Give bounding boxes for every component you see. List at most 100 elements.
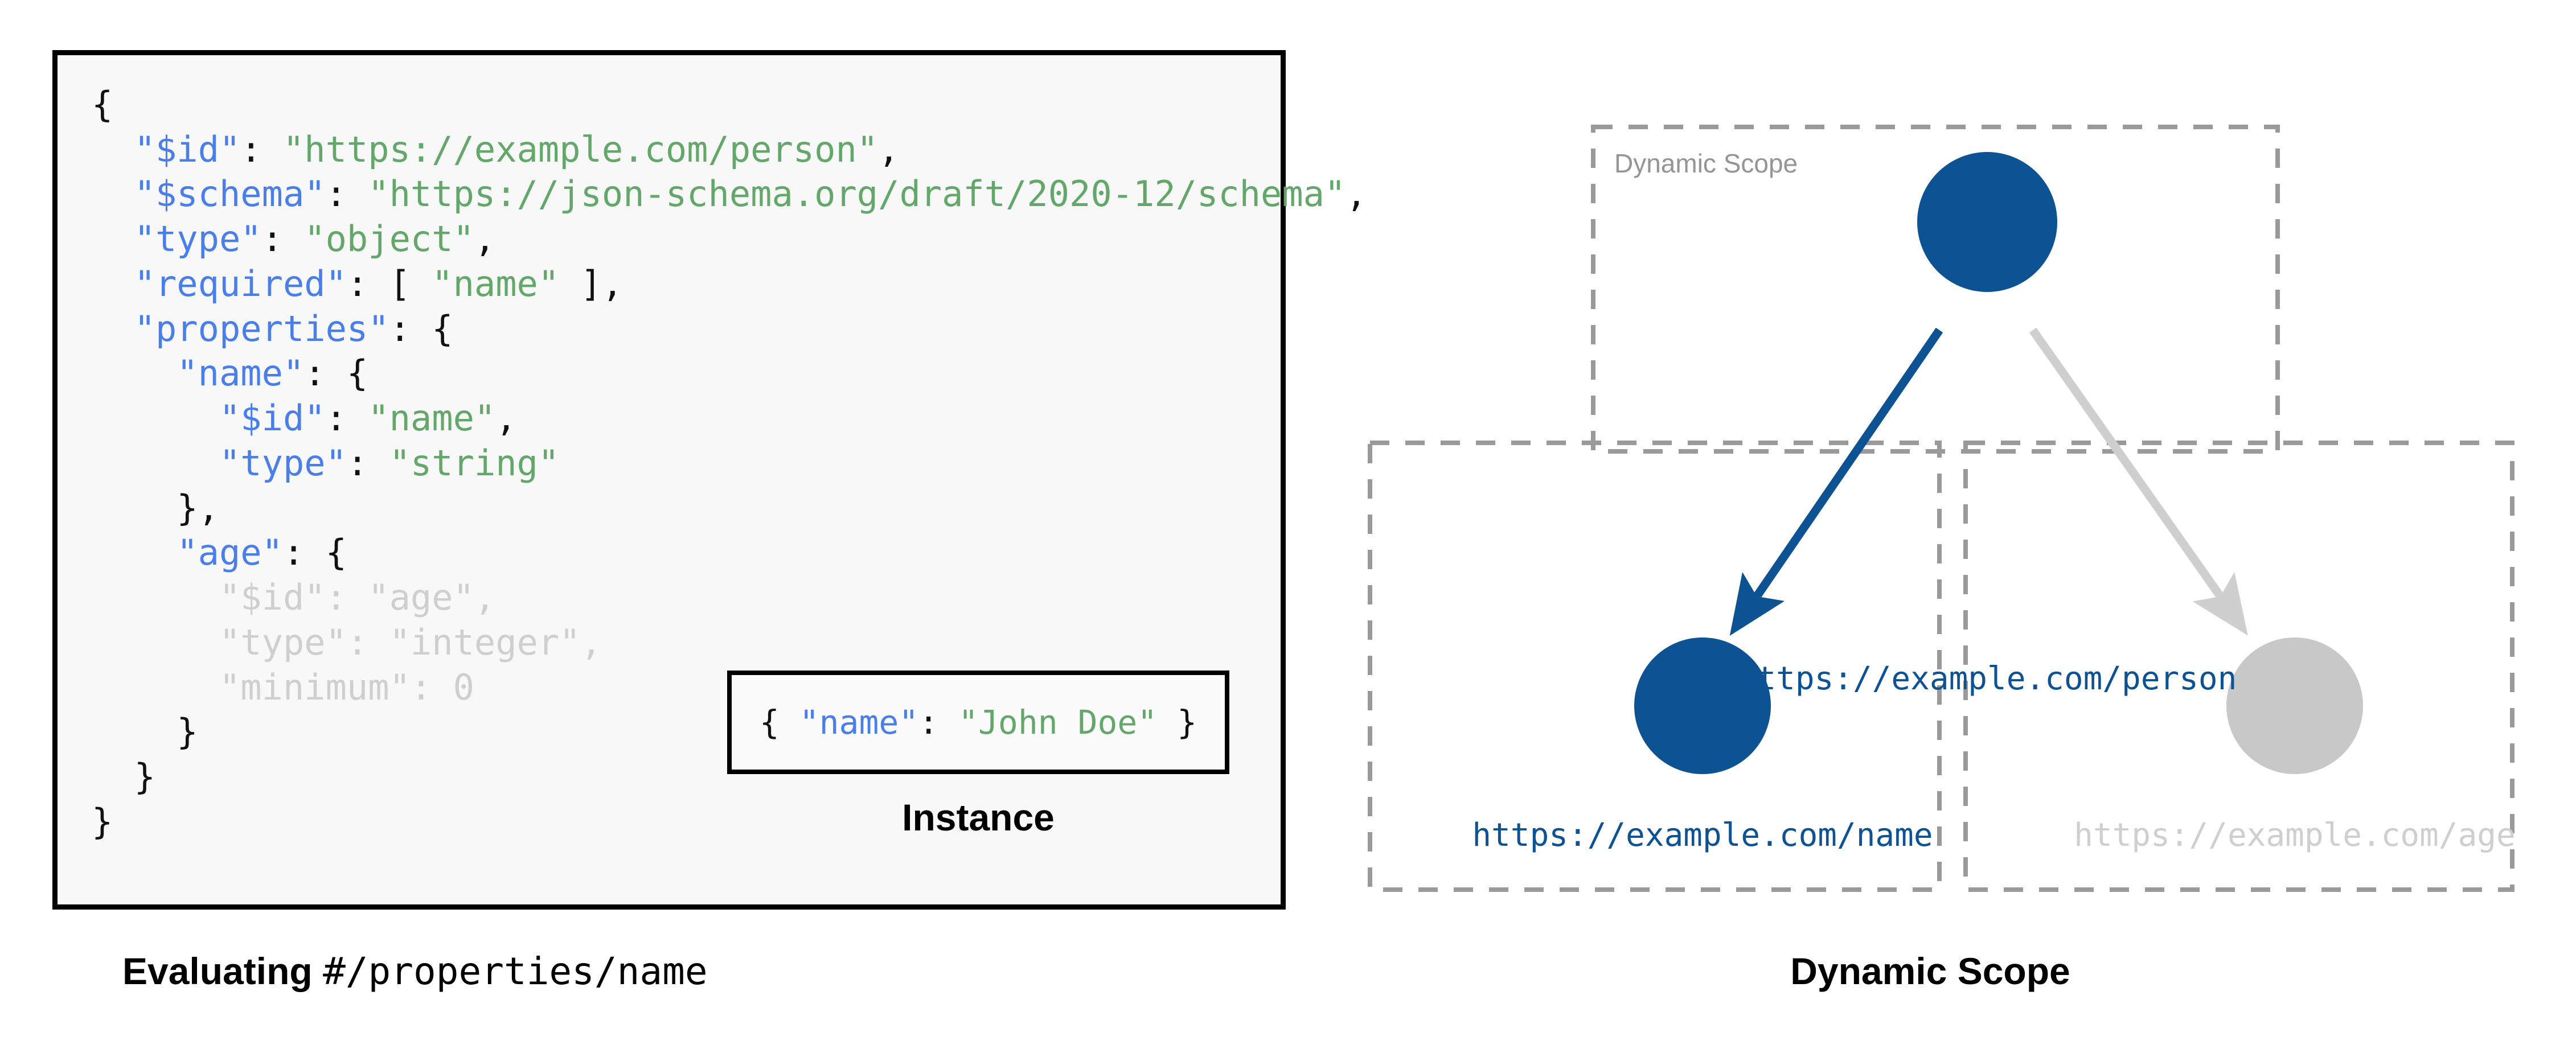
code-line: "$id": "name", [92,396,1367,441]
code-token: , [495,397,517,439]
code-indent [92,667,219,708]
code-token: "$schema" [134,173,326,215]
code-token: : [261,218,305,260]
code-indent [92,263,134,305]
code-token: "type" [219,442,347,484]
code-line: }, [92,486,1367,531]
code-token: "string" [389,442,560,484]
schema-panel: { "$id": "https://example.com/person", "… [52,50,1367,910]
code-line: "type": "string" [92,441,1367,486]
code-indent [92,218,134,260]
code-token: } [92,800,113,842]
node-label-age: https://example.com/age [2074,817,2516,854]
instance-code: { "name": "John Doe" } [760,703,1197,742]
instance-box: { "name": "John Doe" } [727,671,1229,774]
code-token: } [177,711,198,753]
code-token: "minimum" [219,666,411,708]
code-line: "$schema": "https://json-schema.org/draf… [92,172,1367,217]
code-token: { [759,703,799,742]
code-token: "object" [304,218,474,260]
code-token: : [325,397,368,439]
code-line: "name": { [92,351,1367,396]
code-token: "name" [432,262,560,305]
code-indent [92,487,177,529]
code-token: } [134,756,155,798]
code-indent [92,577,219,618]
code-token: , [474,218,496,260]
code-indent [92,397,219,439]
code-indent [92,442,219,484]
code-token: : [346,621,389,663]
code-line: "required": [ "name" ], [92,262,1367,307]
code-line: "type": "integer", [92,620,1367,665]
code-token: "https://example.com/person" [282,128,879,170]
scope-label-dynamic-scope: Dynamic Scope [1614,149,1798,178]
code-token: , [580,621,602,663]
code-indent [92,622,219,663]
node-label-person: https://example.com/person [1737,660,2237,697]
code-token: "age" [368,577,474,619]
code-line: "$id": "https://example.com/person", [92,127,1367,172]
left-panel-caption: Evaluating #/properties/name [122,949,708,993]
code-line: } [92,755,1367,800]
code-token: : [325,577,368,619]
left-caption-pointer: #/properties/name [323,949,708,993]
node-circle-person [1917,152,2057,292]
code-token: ], [559,262,624,305]
code-token: , [878,128,900,170]
code-token: "age" [177,532,283,574]
edge-person-to-age [2029,327,2248,636]
code-line: } [92,800,1367,845]
code-token: : [240,128,283,170]
code-line: "$id": "age", [92,575,1367,620]
code-token: : { [282,532,347,574]
code-token: "https://json-schema.org/draft/2020-12/s… [368,173,1346,215]
code-token: : { [304,352,368,394]
code-token: "$id" [134,128,241,170]
code-line: "age": { [92,530,1367,575]
code-token: : [918,703,959,742]
code-token: : { [389,307,453,349]
code-token: "type" [219,621,347,663]
code-indent [92,756,134,797]
code-indent [92,173,134,215]
code-token: "properties" [134,307,389,349]
scope-box-person [1591,125,2280,454]
code-indent [92,308,134,349]
diagram-canvas [1368,125,2515,892]
edge-person-to-name [1729,327,1943,636]
code-token: "integer" [389,621,581,663]
code-token: "name" [799,703,919,742]
code-line: "properties": { [92,307,1367,352]
code-token: }, [177,487,219,529]
code-indent [92,711,177,752]
code-indent [92,532,177,573]
code-token: "$id" [219,397,326,439]
scope-box-name [1368,441,1942,892]
code-line: "minimum": 0 [92,665,1367,710]
node-label-name: https://example.com/name [1472,817,1933,854]
code-token: "John Doe" [958,703,1158,742]
code-token: 0 [453,666,474,708]
code-token: , [474,577,496,619]
code-token: "name" [177,352,305,394]
left-caption-bold: Evaluating [122,950,323,992]
schema-code-block: { "$id": "https://example.com/person", "… [92,83,1367,844]
node-circle-name [1634,637,1771,774]
code-indent [92,352,177,394]
right-panel-caption: Dynamic Scope [1790,950,2070,992]
code-token: : [325,173,368,215]
code-token: "required" [134,262,347,305]
code-line: "type": "object", [92,217,1367,262]
code-line: { [92,83,1367,127]
code-token: : [410,666,453,708]
code-token: { [92,84,113,125]
instance-caption: Instance [902,796,1055,838]
code-indent [92,129,134,170]
code-token: : [ [346,262,432,305]
dynamic-scope-diagram: Dynamic Scope https://example.com/person… [1327,34,2522,1036]
code-token: "name" [368,397,496,439]
code-token: "$id" [219,577,326,619]
node-circle-age [2226,637,2363,774]
